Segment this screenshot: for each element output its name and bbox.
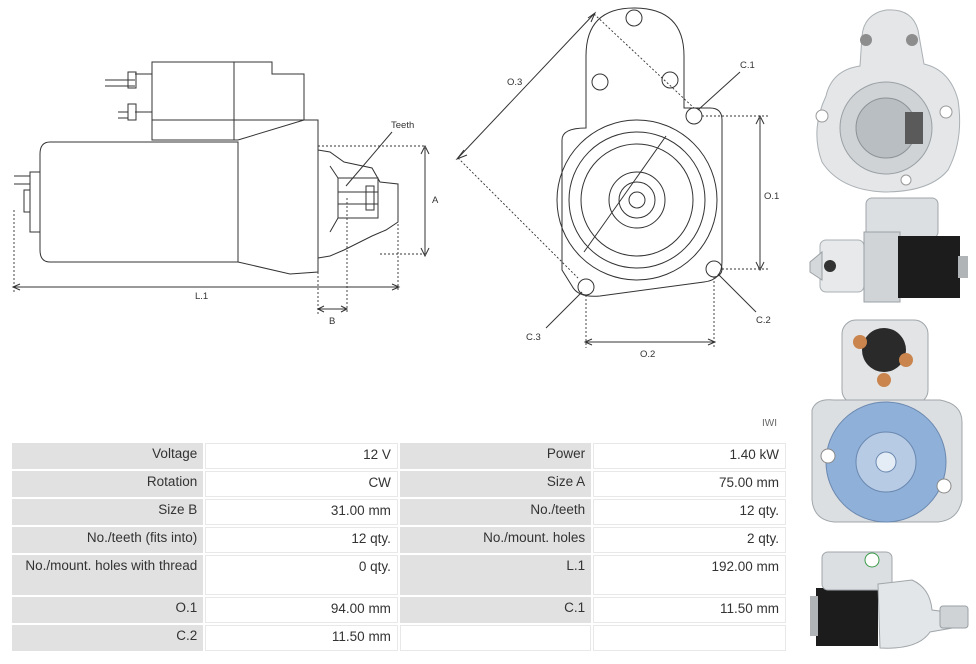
dim-o2-label: O.2 — [640, 349, 655, 360]
spec-value: 12 V — [205, 443, 398, 469]
dim-b-label: B — [329, 316, 335, 327]
photo-rear-view — [811, 319, 963, 523]
spec-key: Size A — [399, 471, 592, 497]
dim-l1-label: L.1 — [195, 291, 208, 302]
starter-front-view: O.3 O.1 O.2 C.1 C.2 C.3 — [455, 7, 779, 360]
spec-value: 2 qty. — [593, 527, 786, 553]
spec-key: L.1 — [399, 555, 592, 595]
spec-key: No./mount. holes — [399, 527, 592, 553]
spec-value: 11.50 mm — [593, 597, 786, 623]
table-row: No./teeth (fits into) 12 qty. No./mount.… — [12, 527, 786, 553]
spec-value: 1.40 kW — [593, 443, 786, 469]
spec-key: O.1 — [12, 597, 204, 623]
spec-key: Power — [399, 443, 592, 469]
spec-value: 0 qty. — [205, 555, 398, 595]
spec-key: No./mount. holes with thread — [12, 555, 204, 595]
dim-o3-label: O.3 — [507, 77, 522, 88]
photo-side-view-2 — [810, 551, 969, 649]
dim-c3-label: C.3 — [526, 332, 541, 343]
spec-key: C.1 — [399, 597, 592, 623]
table-row: O.1 94.00 mm C.1 11.50 mm — [12, 597, 786, 623]
spec-value: 75.00 mm — [593, 471, 786, 497]
table-row: C.2 11.50 mm — [12, 625, 786, 651]
dim-c2-label: C.2 — [756, 315, 771, 326]
spec-empty-cell — [399, 625, 592, 651]
dim-a-label: A — [432, 195, 439, 206]
spec-value: 94.00 mm — [205, 597, 398, 623]
spec-value: 31.00 mm — [205, 499, 398, 525]
dim-c1-label: C.1 — [740, 60, 755, 71]
spec-value: 12 qty. — [205, 527, 398, 553]
starter-side-view: Teeth A L.1 B — [11, 61, 439, 327]
table-row: Rotation CW Size A 75.00 mm — [12, 471, 786, 497]
spec-value: 11.50 mm — [205, 625, 398, 651]
teeth-label: Teeth — [391, 120, 414, 131]
photo-front-housing — [815, 9, 961, 193]
spec-key: No./teeth — [399, 499, 592, 525]
spec-key: Rotation — [12, 471, 204, 497]
table-row: No./mount. holes with thread 0 qty. L.1 … — [12, 555, 786, 595]
spec-key: No./teeth (fits into) — [12, 527, 204, 553]
spec-key: Voltage — [12, 443, 204, 469]
table-row: Size B 31.00 mm No./teeth 12 qty. — [12, 499, 786, 525]
spec-key: C.2 — [12, 625, 204, 651]
spec-value: 12 qty. — [593, 499, 786, 525]
photo-side-view — [809, 197, 968, 303]
spec-value: CW — [205, 471, 398, 497]
specifications-table: Voltage 12 V Power 1.40 kW Rotation CW S… — [10, 441, 788, 653]
spec-key: Size B — [12, 499, 204, 525]
dim-o1-label: O.1 — [764, 191, 779, 202]
spec-empty-cell — [593, 625, 786, 651]
table-row: Voltage 12 V Power 1.40 kW — [12, 443, 786, 469]
spec-value: 192.00 mm — [593, 555, 786, 595]
watermark-stamp: IWI — [762, 418, 777, 429]
